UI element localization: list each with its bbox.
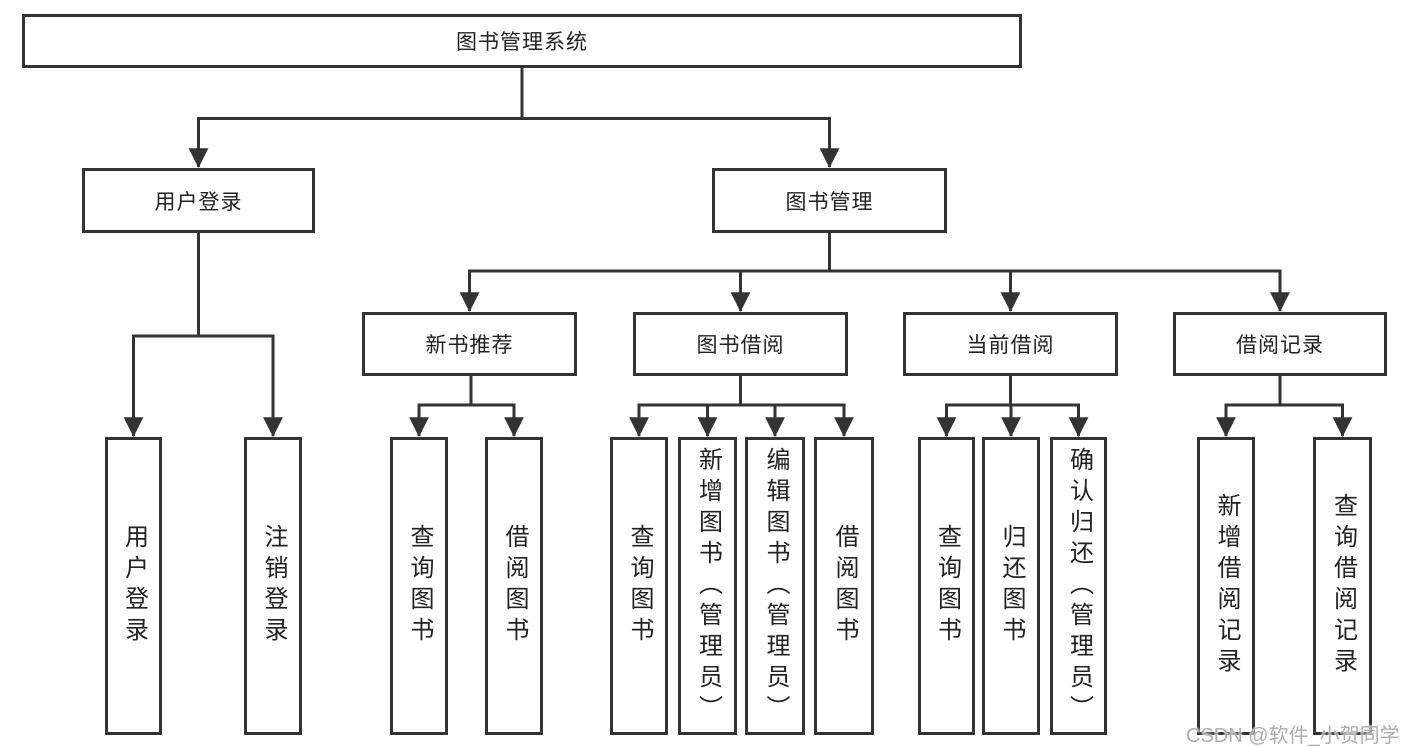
- connector-book-management-to-level3: [459, 233, 1290, 312]
- node-book-borrowing: 图书借阅: [633, 312, 848, 376]
- node-label: 当前借阅: [966, 334, 1055, 357]
- leaf-cb-confirm-return-admin: 确认归还（管理员）: [1050, 437, 1107, 735]
- connector-current-borrowing-to-leaves: [936, 376, 1089, 437]
- leaf-logout: 注销登录: [244, 437, 302, 735]
- leaf-label: 编辑图书（管理员）: [762, 446, 789, 726]
- leaf-label: 确认归还（管理员）: [1065, 446, 1093, 726]
- node-borrowing-records: 借阅记录: [1173, 312, 1387, 376]
- node-label: 图书借阅: [696, 334, 785, 357]
- leaf-cb-query-books: 查询图书: [918, 437, 975, 735]
- node-book-management: 图书管理: [712, 168, 947, 233]
- node-label: 借阅记录: [1236, 334, 1324, 357]
- connector-borrowing-records-to-leaves: [1216, 376, 1353, 437]
- leaf-label: 查询借阅记录: [1329, 493, 1357, 679]
- leaf-nbr-query-books: 查询图书: [390, 437, 448, 735]
- node-label: 图书管理: [785, 190, 874, 214]
- node-label: 图书管理系统: [456, 31, 588, 54]
- leaf-label: 归还图书: [998, 524, 1025, 648]
- leaf-br-add-record: 新增借阅记录: [1197, 437, 1255, 735]
- leaf-label: 用户登录: [120, 524, 148, 648]
- connector-root-to-level2: [188, 68, 840, 168]
- leaf-label: 查询图书: [406, 524, 433, 648]
- connector-book-borrowing-to-leaves: [629, 376, 854, 437]
- leaf-user-login: 用户登录: [105, 437, 162, 735]
- leaf-bb-add-books-admin: 新增图书（管理员）: [678, 437, 737, 735]
- leaf-bb-query-books: 查询图书: [610, 437, 668, 735]
- watermark: CSDN @软件_小贺同学: [1186, 725, 1400, 747]
- leaf-br-query-record: 查询借阅记录: [1313, 437, 1372, 735]
- leaf-bb-borrow-books: 借阅图书: [814, 437, 874, 735]
- leaf-nbr-borrow-books: 借阅图书: [485, 437, 543, 735]
- leaf-bb-edit-books-admin: 编辑图书（管理员）: [745, 437, 805, 735]
- leaf-label: 新增借阅记录: [1213, 493, 1240, 679]
- leaf-label: 新增图书（管理员）: [694, 446, 722, 726]
- leaf-label: 注销登录: [260, 524, 287, 648]
- node-current-borrowing: 当前借阅: [903, 312, 1118, 376]
- leaf-label: 借阅图书: [831, 524, 858, 648]
- leaf-label: 查询图书: [933, 524, 961, 648]
- node-label: 新书推荐: [425, 334, 514, 357]
- node-label: 用户登录: [154, 190, 243, 214]
- leaf-label: 借阅图书: [501, 524, 528, 648]
- node-new-book-recommendation: 新书推荐: [362, 312, 577, 376]
- node-library-system: 图书管理系统: [22, 14, 1022, 68]
- node-user-login: 用户登录: [82, 168, 315, 233]
- leaf-cb-return-books: 归还图书: [982, 437, 1040, 735]
- connector-new-book-recommendation-to-leaves: [409, 376, 524, 437]
- leaf-label: 查询图书: [626, 524, 653, 648]
- connector-user-login-to-leaves: [123, 232, 283, 437]
